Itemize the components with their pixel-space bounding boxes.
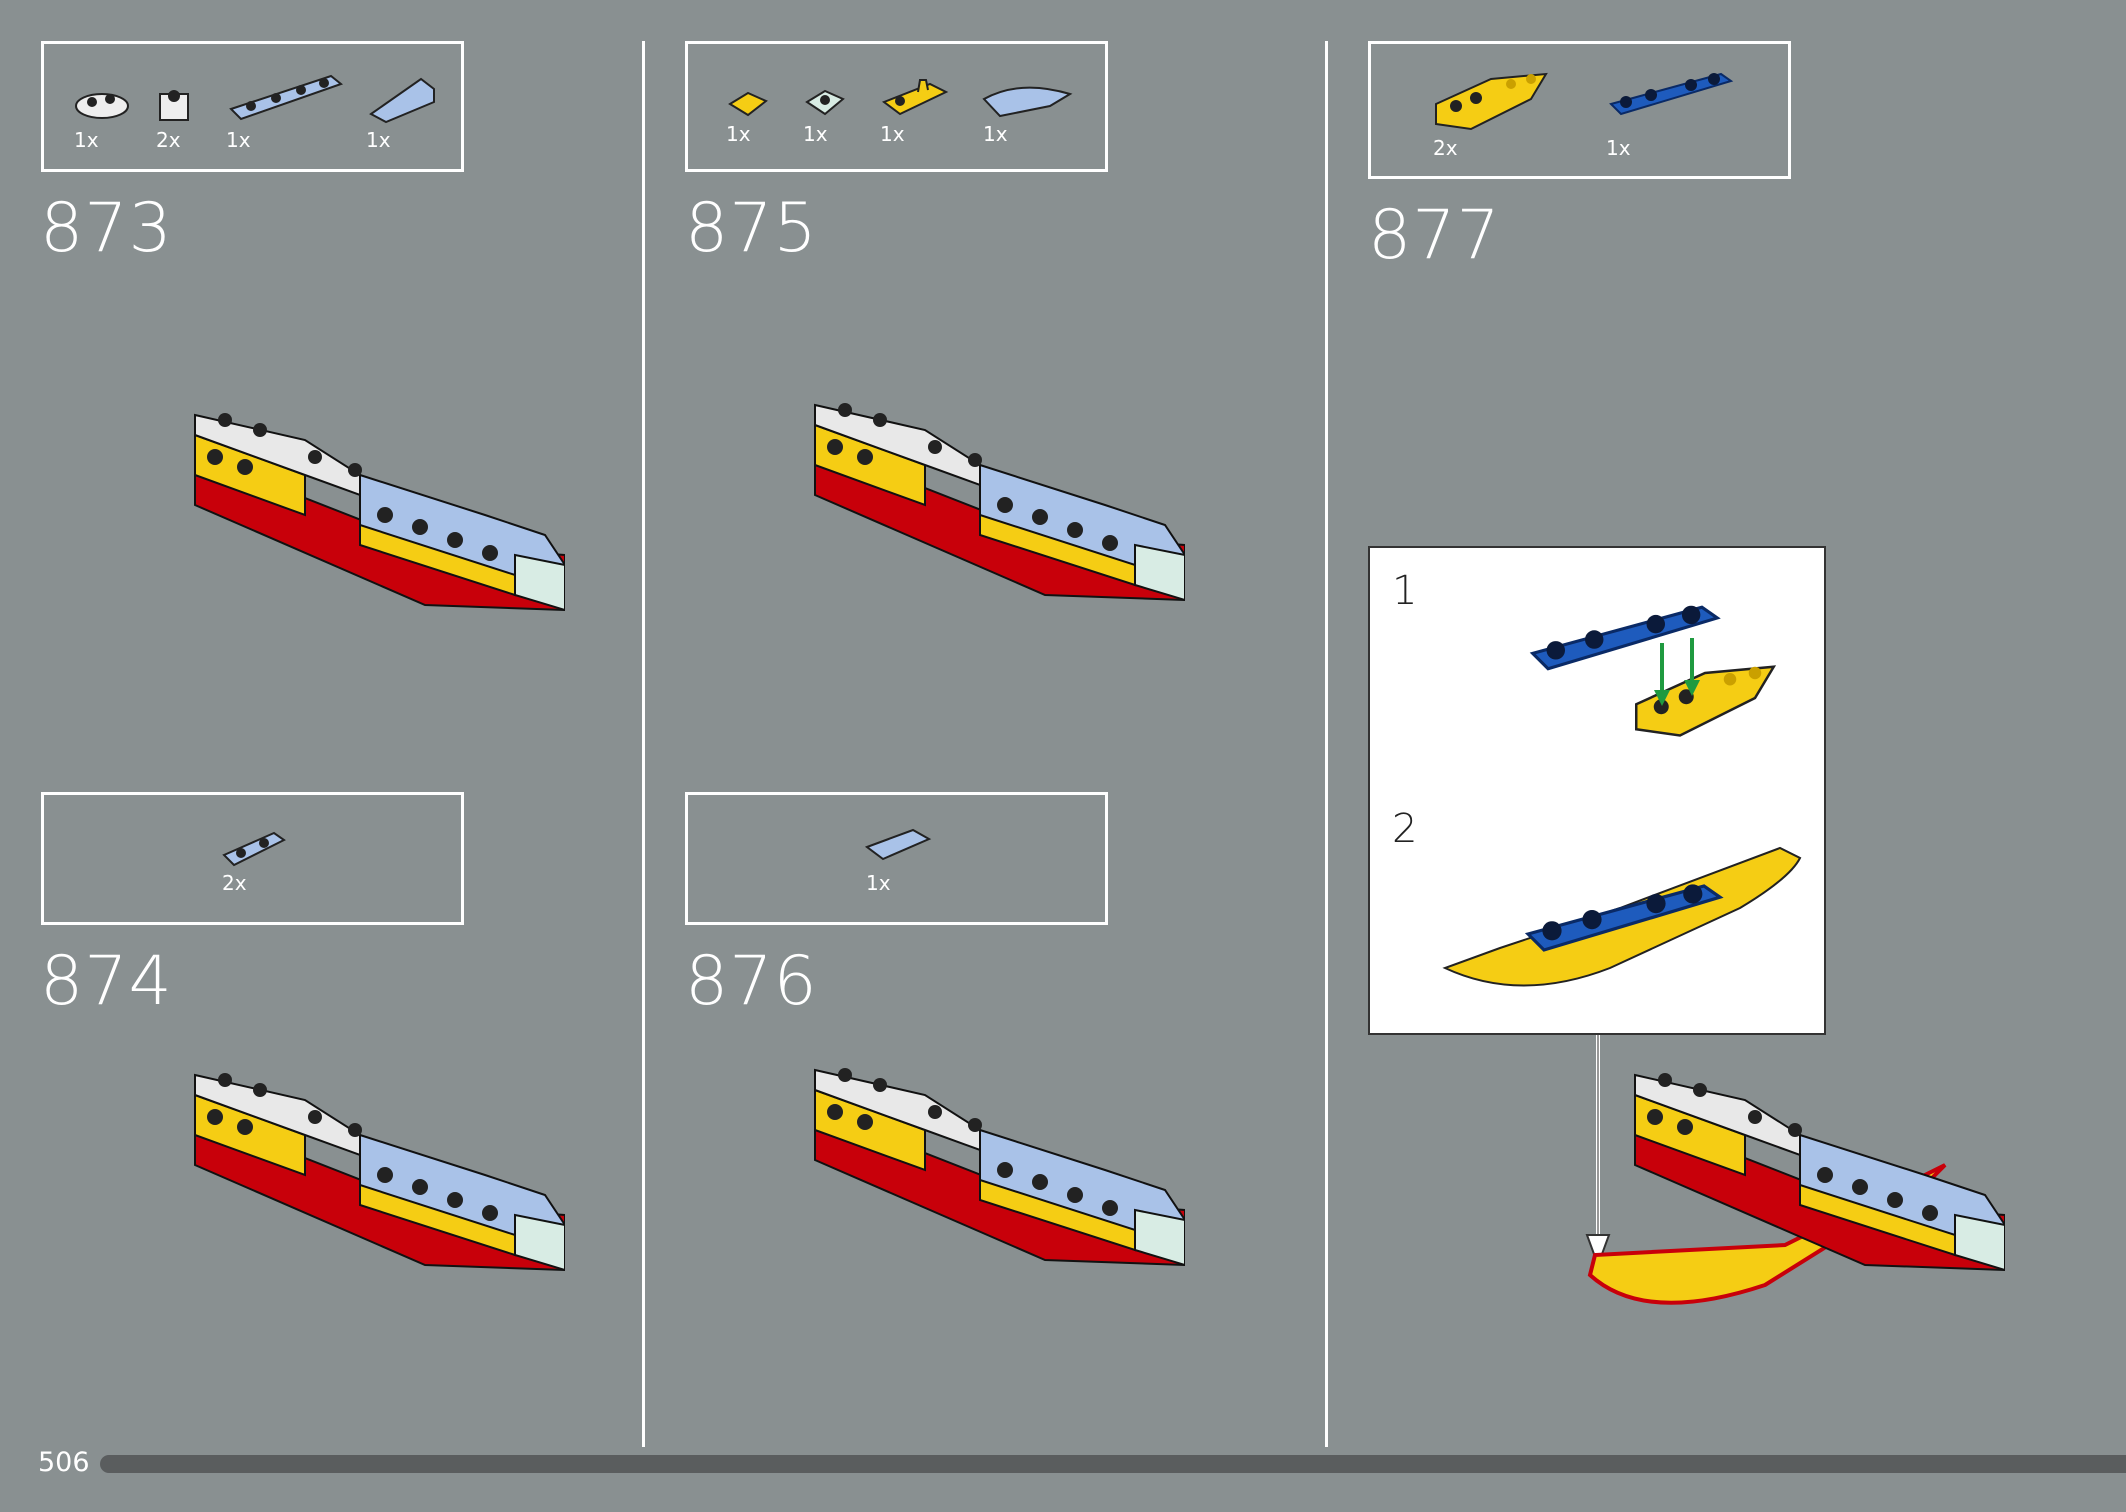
yellow-clip-plate-icon: [881, 79, 949, 116]
white-brick-round-icon: [159, 90, 189, 121]
part-quantity: 2x: [1433, 136, 1458, 160]
parts-list-873: 1x 2x 1x 1x: [41, 41, 464, 172]
model-step-874: [185, 1055, 565, 1285]
part-quantity: 1x: [1606, 136, 1631, 160]
assembled-wedge-icon: [1442, 846, 1802, 987]
light-blue-plate-1x4-icon: [229, 74, 344, 121]
page-number: 506: [38, 1447, 90, 1478]
substep-number: 1: [1392, 568, 1418, 614]
model-step-875: [805, 385, 1185, 615]
model-step-877: [1587, 1072, 2005, 1305]
part-quantity: 1x: [866, 871, 891, 895]
part-quantity: 1x: [366, 128, 391, 152]
light-blue-tile-icon: [864, 828, 932, 861]
step-number: 877: [1368, 196, 1501, 275]
step-number: 875: [685, 189, 818, 268]
model-step-873: [185, 395, 565, 625]
part-quantity: 1x: [226, 128, 251, 152]
part-quantity: 2x: [156, 128, 181, 152]
model-step-876: [805, 1050, 1185, 1280]
column-divider: [642, 41, 645, 1447]
part-quantity: 1x: [880, 122, 905, 146]
sub-assembly-callout: 1 2: [1368, 546, 1826, 1035]
part-quantity: 1x: [726, 122, 751, 146]
light-aqua-plate-icon: [805, 89, 845, 116]
attach-arrow-icon: [1654, 638, 1700, 706]
part-quantity: 1x: [983, 122, 1008, 146]
part-quantity: 2x: [222, 871, 247, 895]
blue-plate-1x6-icon: [1606, 69, 1736, 119]
yellow-tile-icon: [728, 91, 768, 117]
step-number: 876: [685, 942, 818, 1021]
white-plate-round-icon: [75, 93, 129, 119]
placement-arrow-icon: [1585, 1035, 1611, 1268]
step-number: 873: [40, 189, 173, 268]
light-blue-slope-icon: [369, 77, 435, 124]
substep-number: 2: [1392, 806, 1418, 852]
parts-list-877: 2x 1x: [1368, 41, 1791, 179]
column-divider: [1325, 41, 1328, 1447]
parts-list-874: 2x: [41, 792, 464, 925]
parts-list-875: 1x 1x 1x 1x: [685, 41, 1108, 172]
light-blue-plate-1x2-icon: [222, 831, 286, 867]
step-number: 874: [40, 942, 173, 1021]
page-progress-bar: [100, 1455, 2126, 1473]
yellow-wedge-icon: [1431, 64, 1551, 134]
part-quantity: 1x: [803, 122, 828, 146]
parts-list-876: 1x: [685, 792, 1108, 925]
light-blue-curved-slope-icon: [982, 86, 1073, 118]
part-quantity: 1x: [74, 128, 99, 152]
